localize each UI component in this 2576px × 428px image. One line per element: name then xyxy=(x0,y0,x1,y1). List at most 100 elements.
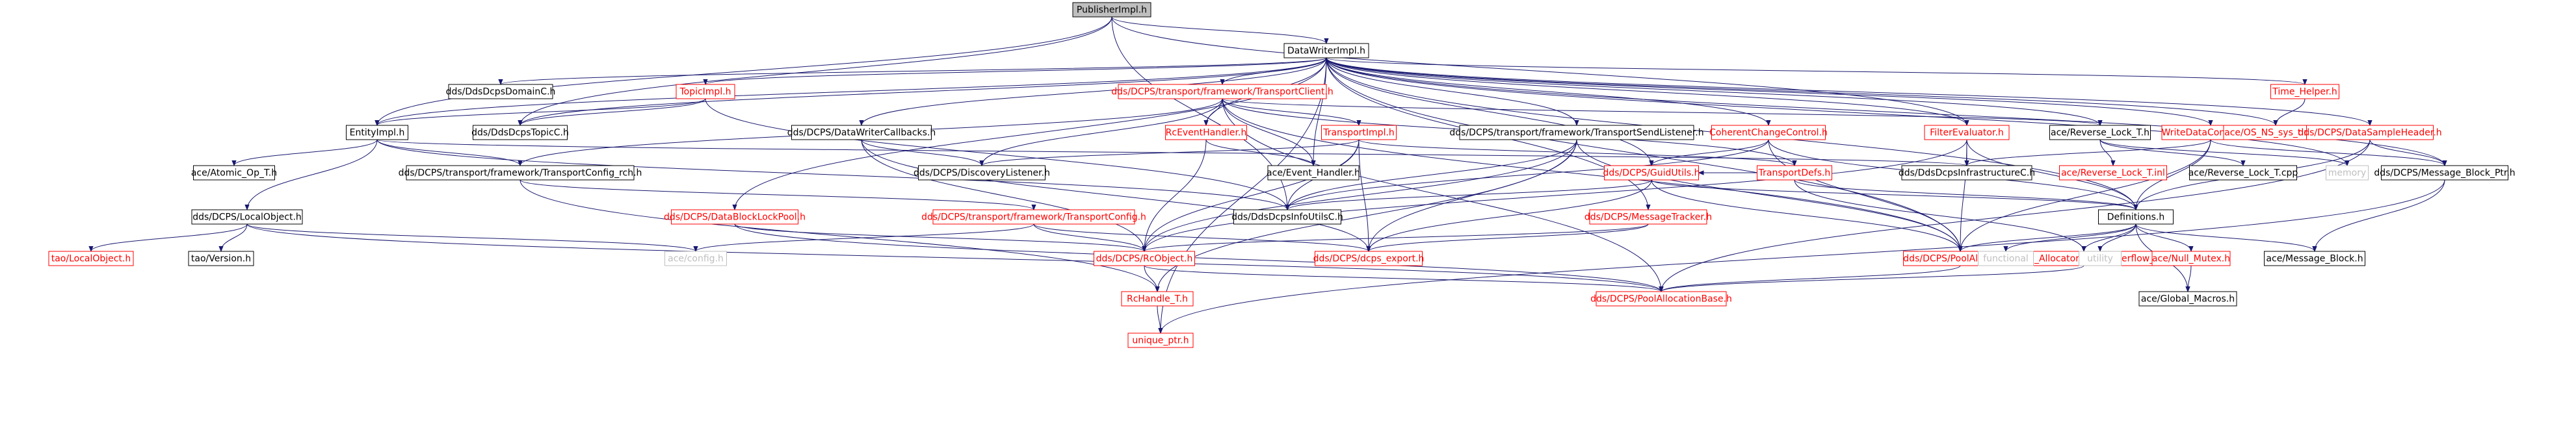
node-box xyxy=(193,165,275,181)
edge-n32-n40 xyxy=(1033,223,1369,252)
edge-n30-n38 xyxy=(246,223,696,252)
node-box xyxy=(1596,291,1727,307)
node-label: TopicImpl.h xyxy=(679,87,731,97)
node-n31[interactable]: dds/DCPS/DataBlockLockPool.h xyxy=(664,209,806,225)
edge-n2-n50 xyxy=(1161,57,1327,333)
node-n46[interactable]: ace/Message_Block.h xyxy=(2264,251,2365,266)
edge-n7-n14 xyxy=(1222,98,2100,126)
node-box xyxy=(1094,251,1195,266)
edge-n11-n39 xyxy=(1144,139,1577,251)
node-n1[interactable]: PublisherImpl.h xyxy=(1072,2,1151,18)
node-n26[interactable]: ace/Reverse_Lock_T.inl xyxy=(2059,165,2167,181)
edge-n9-n22 xyxy=(1205,139,1313,166)
edge-n18-n48 xyxy=(1661,139,2371,292)
edge-n1-n3 xyxy=(377,16,1112,125)
node-box xyxy=(791,125,932,140)
node-n27[interactable]: ace/Reverse_Lock_T.cpp xyxy=(2188,165,2298,181)
node-box xyxy=(1604,165,1699,181)
node-n39[interactable]: dds/DCPS/RcObject.h xyxy=(1094,251,1195,266)
node-label: EntityImpl.h xyxy=(350,128,405,138)
node-n33[interactable]: dds/DdsDcpsInfoUtilsC.h xyxy=(1231,209,1343,225)
node-n10[interactable]: TransportImpl.h xyxy=(1321,125,1397,140)
edge-n24-n41 xyxy=(1651,179,1960,251)
edge-n7-n21 xyxy=(982,98,1223,166)
node-n30[interactable]: dds/DCPS/LocalObject.h xyxy=(191,209,303,225)
node-n34[interactable]: dds/DCPS/MessageTracker.h xyxy=(1584,209,1712,225)
edge-n2-n12 xyxy=(1326,57,1768,126)
edge-n16-n17 xyxy=(2276,98,2306,126)
node-n23[interactable]: TransportDefs.h xyxy=(1757,165,1832,181)
edge-n8-n39 xyxy=(861,139,1144,251)
edge-n20-n32 xyxy=(519,179,1034,210)
edge-n10-n23 xyxy=(1358,139,1794,166)
edge-n35-n44 xyxy=(2100,223,2136,252)
node-n19[interactable]: ace/Atomic_Op_T.h xyxy=(191,165,277,181)
edge-n23-n35 xyxy=(1794,179,2136,210)
edge-n23-n42 xyxy=(1794,179,2084,251)
node-n8[interactable]: dds/DCPS/DataWriterCallbacks.h xyxy=(787,125,936,140)
node-label: dds/DCPS/transport/framework/TransportCo… xyxy=(921,212,1146,223)
node-n25[interactable]: dds/DdsDcpsInfrastructureC.h xyxy=(1899,165,2035,181)
edge-n11-n41 xyxy=(1576,139,1960,251)
edge-n35-n46 xyxy=(2135,223,2315,252)
node-n49[interactable]: ace/Global_Macros.h xyxy=(2138,291,2237,307)
node-box xyxy=(1121,291,1194,307)
node-n18[interactable]: dds/DCPS/DataSampleHeader.h xyxy=(2298,125,2442,140)
node-label: dds/DCPS/DataSampleHeader.h xyxy=(2298,128,2441,138)
node-box xyxy=(1711,125,1826,140)
node-n14[interactable]: ace/Reverse_Lock_T.h xyxy=(2049,125,2151,140)
node-n6[interactable]: dds/DdsDcpsTopicC.h xyxy=(471,125,569,140)
node-n4[interactable]: dds/DdsDcpsDomainC.h xyxy=(446,84,556,99)
node-n48[interactable]: dds/DCPS/PoolAllocationBase.h xyxy=(1590,291,1732,307)
node-n3[interactable]: EntityImpl.h xyxy=(346,125,408,140)
edge-n7-n9 xyxy=(1206,98,1223,126)
edge-n35-n43 xyxy=(2006,223,2136,252)
edge-n7-n48 xyxy=(1222,98,1661,292)
edge-n32-n38 xyxy=(696,223,1034,252)
node-n32[interactable]: dds/DCPS/transport/framework/TransportCo… xyxy=(921,209,1146,225)
node-n50[interactable]: unique_ptr.h xyxy=(1127,333,1194,348)
node-box xyxy=(406,165,635,181)
node-n5[interactable]: TopicImpl.h xyxy=(676,84,735,99)
node-n11[interactable]: dds/DCPS/transport/framework/TransportSe… xyxy=(1449,125,1704,140)
node-n40[interactable]: dds/DCPS/dcps_export.h xyxy=(1313,251,1425,266)
node-label: ace/Reverse_Lock_T.cpp xyxy=(2188,168,2298,179)
node-n13[interactable]: FilterEvaluator.h xyxy=(1924,125,2010,140)
node-box xyxy=(448,84,553,99)
node-n38: ace/config.h xyxy=(664,251,727,266)
node-n12[interactable]: CoherentChangeControl.h xyxy=(1709,125,1828,140)
node-box xyxy=(664,251,727,266)
node-box xyxy=(2059,165,2167,181)
node-box xyxy=(1321,125,1397,140)
edge-n2-n29 xyxy=(1326,57,2445,166)
node-n16[interactable]: Time_Helper.h xyxy=(2270,84,2339,99)
node-n47[interactable]: RcHandle_T.h xyxy=(1121,291,1194,307)
edge-n24-n33 xyxy=(1287,179,1652,210)
node-box xyxy=(473,125,568,140)
node-n7[interactable]: dds/DCPS/transport/framework/TransportCl… xyxy=(1111,84,1334,99)
node-n9[interactable]: RcEventHandler.h xyxy=(1165,125,1247,140)
node-n36[interactable]: tao/LocalObject.h xyxy=(48,251,134,266)
edge-n15-n41 xyxy=(1960,139,2211,251)
edge-n30-n36 xyxy=(91,223,248,252)
edge-n24-n35 xyxy=(1651,179,2136,210)
node-n21[interactable]: dds/DCPS/DiscoveryListener.h xyxy=(913,165,1050,181)
node-label: RcEventHandler.h xyxy=(1166,128,1247,138)
node-n24[interactable]: dds/DCPS/GuidUtils.h xyxy=(1603,165,1700,181)
node-n29[interactable]: dds/DCPS/Message_Block_Ptr.h xyxy=(2374,165,2516,181)
node-n22[interactable]: ace/Event_Handler.h xyxy=(1267,165,1360,181)
node-n37[interactable]: tao/Version.h xyxy=(188,251,254,266)
node-n45[interactable]: ace/Null_Mutex.h xyxy=(2151,251,2231,266)
node-n17[interactable]: ace/OS_NS_sys_time.h xyxy=(2223,125,2328,140)
node-box xyxy=(48,251,134,266)
node-n20[interactable]: dds/DCPS/transport/framework/TransportCo… xyxy=(399,165,642,181)
edge-n8-n21 xyxy=(861,139,982,166)
node-label: dds/DCPS/dcps_export.h xyxy=(1313,254,1425,264)
edge-n42-n48 xyxy=(1661,265,2084,292)
node-label: ace/Null_Mutex.h xyxy=(2152,254,2230,264)
node-n2[interactable]: DataWriterImpl.h xyxy=(1283,43,1369,58)
edge-n2-n11 xyxy=(1326,57,1577,125)
edge-n15-n25 xyxy=(1967,139,2211,166)
node-n35[interactable]: Definitions.h xyxy=(2098,209,2174,225)
edge-n5-n3 xyxy=(377,98,706,126)
